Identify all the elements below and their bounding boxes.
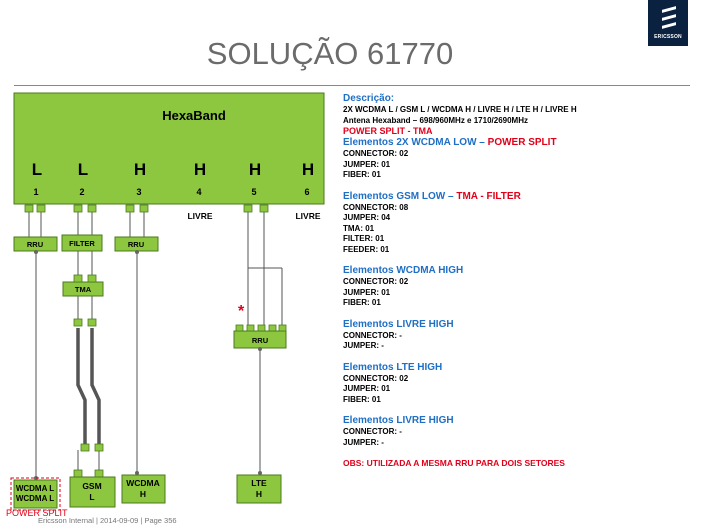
port-number: 4	[196, 187, 201, 197]
tma-label: TMA	[75, 285, 92, 294]
element-section-title: Elementos GSM LOW – TMA - FILTER	[343, 191, 693, 203]
description-red-line: POWER SPLIT - TMA	[343, 126, 433, 136]
element-spec-line: CONNECTOR: 02	[343, 149, 409, 158]
out-lte-h-line2: H	[256, 489, 262, 499]
out-wcdma-l: WCDMA L WCDMA L	[10, 477, 61, 511]
description-title: Descrição:	[343, 93, 395, 104]
out-gsm-l: GSM L	[69, 476, 116, 508]
port-band-label: H	[302, 160, 314, 179]
title-dash: –	[476, 137, 488, 148]
element-section-name: Elementos 2X WCDMA LOW	[343, 137, 477, 148]
tma-box: TMA	[62, 281, 104, 297]
element-spec-line: CONNECTOR: 08	[343, 202, 409, 212]
feeder-cables	[76, 328, 101, 447]
port-status-label: LIVRE	[295, 211, 320, 221]
element-section-suffix: TMA - FILTER	[456, 190, 521, 202]
element-spec-line: FIBER: 01	[343, 298, 381, 307]
element-section-name: Elementos WCDMA HIGH	[343, 265, 464, 276]
element-spec-line: JUMPER: 01	[343, 287, 391, 297]
element-spec-line: FIBER: 01	[343, 170, 381, 179]
out-wcdma-h-line1: WCDMA	[126, 478, 160, 488]
filter-box: FILTER	[61, 234, 103, 252]
port-number: 2	[79, 187, 84, 197]
title-dash: –	[445, 190, 457, 202]
power-split-label: POWER SPLIT	[6, 508, 68, 518]
description-section: Descrição: 2X WCDMA L / GSM L / WCDMA H …	[343, 93, 693, 137]
footer: Ericsson Internal | 2014-09-09 | Page 35…	[38, 516, 177, 525]
rru-1-label: RRU	[27, 240, 43, 249]
description-line-2: Antena Hexaband – 698/960MHz e 1710/2690…	[343, 115, 528, 125]
out-wcdma-l-line2: WCDMA L	[16, 494, 54, 503]
element-section-title: Elementos LIVRE HIGH	[343, 319, 693, 331]
hexaband-antenna	[13, 92, 325, 205]
rru-5: RRU	[233, 330, 287, 349]
element-spec-line: FEEDER: 01	[343, 244, 390, 254]
port-band-label: H	[249, 160, 261, 179]
rru-3-label: RRU	[128, 240, 144, 249]
element-section-name: Elementos LIVRE HIGH	[343, 318, 454, 330]
antenna-ports: L 1 L 2 H 3 H 4 H 5 H 6	[32, 160, 314, 197]
filter-label: FILTER	[69, 239, 95, 248]
element-section-name: Elementos LIVRE HIGH	[343, 415, 454, 426]
element-spec-line: TMA: 01	[343, 223, 375, 233]
element-spec-line: FIBER: 01	[343, 394, 381, 404]
out-wcdma-h: WCDMA H	[121, 474, 166, 504]
element-section-name: Elementos LTE HIGH	[343, 361, 443, 373]
thin-connection-lines	[28, 212, 283, 480]
element-spec-line: CONNECTOR: -	[343, 330, 402, 340]
element-section-suffix: POWER SPLIT	[487, 137, 557, 148]
out-lte-h-line1: LTE	[251, 478, 267, 488]
title-divider	[14, 85, 690, 86]
out-wcdma-h-line2: H	[140, 489, 146, 499]
port-number: 1	[33, 187, 38, 197]
ericsson-logo: ERICSSON	[648, 0, 688, 46]
element-spec-line: JUMPER: 04	[343, 213, 391, 222]
element-spec-line: JUMPER: -	[343, 437, 384, 447]
port-band-label: H	[134, 160, 146, 179]
description-panel: Descrição: 2X WCDMA L / GSM L / WCDMA H …	[343, 93, 693, 469]
description-line-1: 2X WCDMA L / GSM L / WCDMA H / LIVRE H /…	[343, 105, 577, 114]
element-spec-line: CONNECTOR: -	[343, 427, 402, 436]
asterisk-marker: *	[238, 303, 245, 320]
port-band-label: H	[194, 160, 206, 179]
element-spec-line: JUMPER: 01	[343, 159, 391, 169]
element-section-title: Elementos 2X WCDMA LOW – POWER SPLIT	[343, 137, 693, 149]
out-wcdma-l-line1: WCDMA L	[16, 484, 54, 493]
port-number: 6	[304, 187, 309, 197]
connectors	[24, 204, 287, 478]
element-section-title: Elementos LIVRE HIGH	[343, 415, 693, 427]
element-spec-line: JUMPER: -	[343, 341, 384, 350]
port-band-label: L	[78, 160, 88, 179]
out-gsm-l-line1: GSM	[82, 481, 101, 491]
port-number: 5	[251, 187, 256, 197]
rru-3: RRU	[114, 236, 159, 252]
logo-text: ERICSSON	[654, 34, 682, 40]
element-section-title: Elementos WCDMA HIGH	[343, 265, 693, 277]
obs-note: OBS: UTILIZADA A MESMA RRU PARA DOIS SET…	[343, 458, 565, 468]
page-title: SOLUÇÃO 61770	[206, 36, 454, 71]
element-spec-line: CONNECTOR: 02	[343, 277, 409, 286]
port-number: 3	[136, 187, 141, 197]
element-section-title: Elementos LTE HIGH	[343, 362, 693, 374]
element-spec-line: CONNECTOR: 02	[343, 373, 409, 383]
rru-5-label: RRU	[252, 336, 268, 345]
element-spec-line: FILTER: 01	[343, 234, 385, 243]
antenna-name: HexaBand	[162, 108, 226, 123]
element-spec-line: JUMPER: 01	[343, 384, 391, 393]
out-lte-h: LTE H	[236, 474, 282, 504]
out-gsm-l-line2: L	[89, 492, 94, 502]
element-section-name: Elementos GSM LOW	[343, 190, 446, 202]
port-status-label: LIVRE	[187, 211, 212, 221]
port-band-label: L	[32, 160, 42, 179]
line-dots	[34, 250, 262, 480]
rru-1: RRU	[13, 236, 58, 252]
